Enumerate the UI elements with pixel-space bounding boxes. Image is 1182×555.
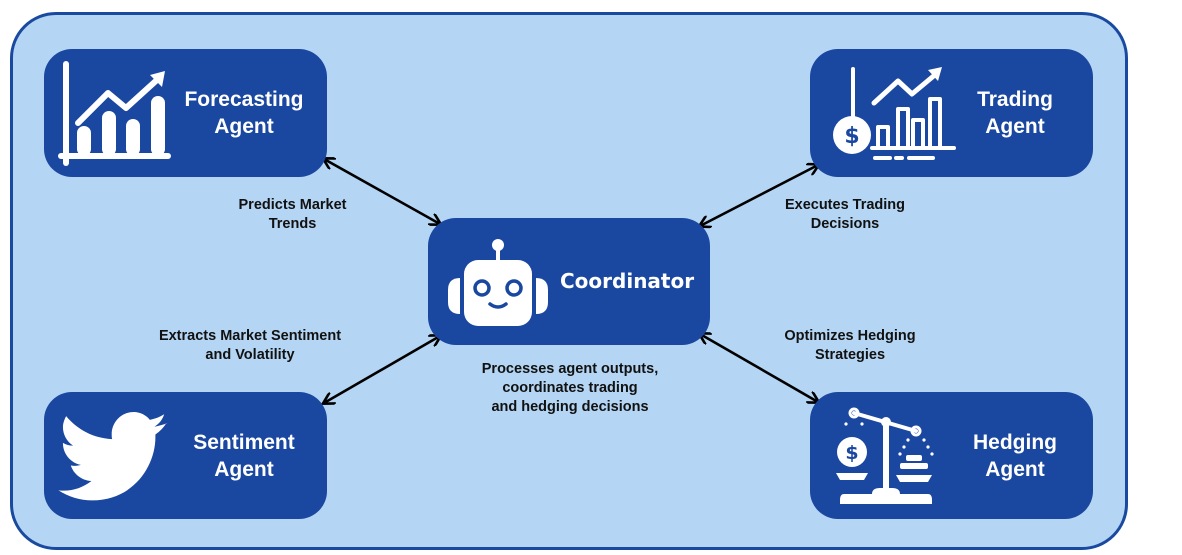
coordinator-description-line: Processes agent outputs, [481,361,659,377]
edge-label-line: Trends [268,216,317,232]
forecasting-agent-subtitle: Agent [214,115,274,138]
edge-forecasting-coordinator [324,159,440,224]
coordinator-description-line: coordinates trading [502,380,638,396]
coordinator-description-line: and hedging decisions [491,399,649,415]
edge-trading-coordinator [700,165,818,226]
forecasting-agent-node[interactable]: Forecasting Agent [44,49,327,177]
trading-agent-node[interactable]: $ Trading Agent [810,49,1093,177]
trading-agent-subtitle: Agent [985,115,1045,138]
svg-text:$: $ [845,442,858,464]
edge-label-line: Strategies [814,347,886,363]
edge-sentiment-coordinator [324,336,440,403]
edge-label-line: Decisions [810,216,880,232]
sentiment-agent-node[interactable]: Sentiment Agent [44,392,327,519]
edge-label-line: and Volatility [205,347,295,363]
svg-text:$: $ [844,124,859,149]
edge-label-forecasting: Predicts Market Trends [210,196,375,234]
edge-label-line: Predicts Market [238,197,347,213]
dollar-chart-icon: $ [833,67,956,160]
edge-label-line: Optimizes Hedging [784,328,916,344]
edge-label-hedging: Optimizes Hedging Strategies [760,327,940,365]
edge-label-trading: Executes Trading Decisions [755,196,935,234]
robot-icon [448,239,548,326]
edge-label-sentiment: Extracts Market Sentiment and Volatility [125,327,375,365]
sentiment-agent-subtitle: Agent [214,458,274,481]
hedging-agent-subtitle: Agent [985,458,1045,481]
edge-hedging-coordinator [700,334,818,402]
bird-icon [58,412,168,501]
hedging-agent-title: Hedging [973,431,1057,454]
coordinator-description: Processes agent outputs, coordinates tra… [440,360,700,417]
coordinator-node[interactable]: Coordinator [428,218,710,345]
bar-chart-trend-icon [58,61,171,166]
trading-agent-title: Trading [977,88,1053,111]
forecasting-agent-title: Forecasting [184,88,304,111]
coordinator-title: Coordinator [560,269,695,293]
edge-label-line: Executes Trading [784,197,906,213]
balance-scale-icon: $ [836,407,934,504]
edge-label-line: Extracts Market Sentiment [158,328,342,344]
hedging-agent-node[interactable]: $ Hedging Agent [810,392,1093,519]
sentiment-agent-title: Sentiment [193,431,295,454]
